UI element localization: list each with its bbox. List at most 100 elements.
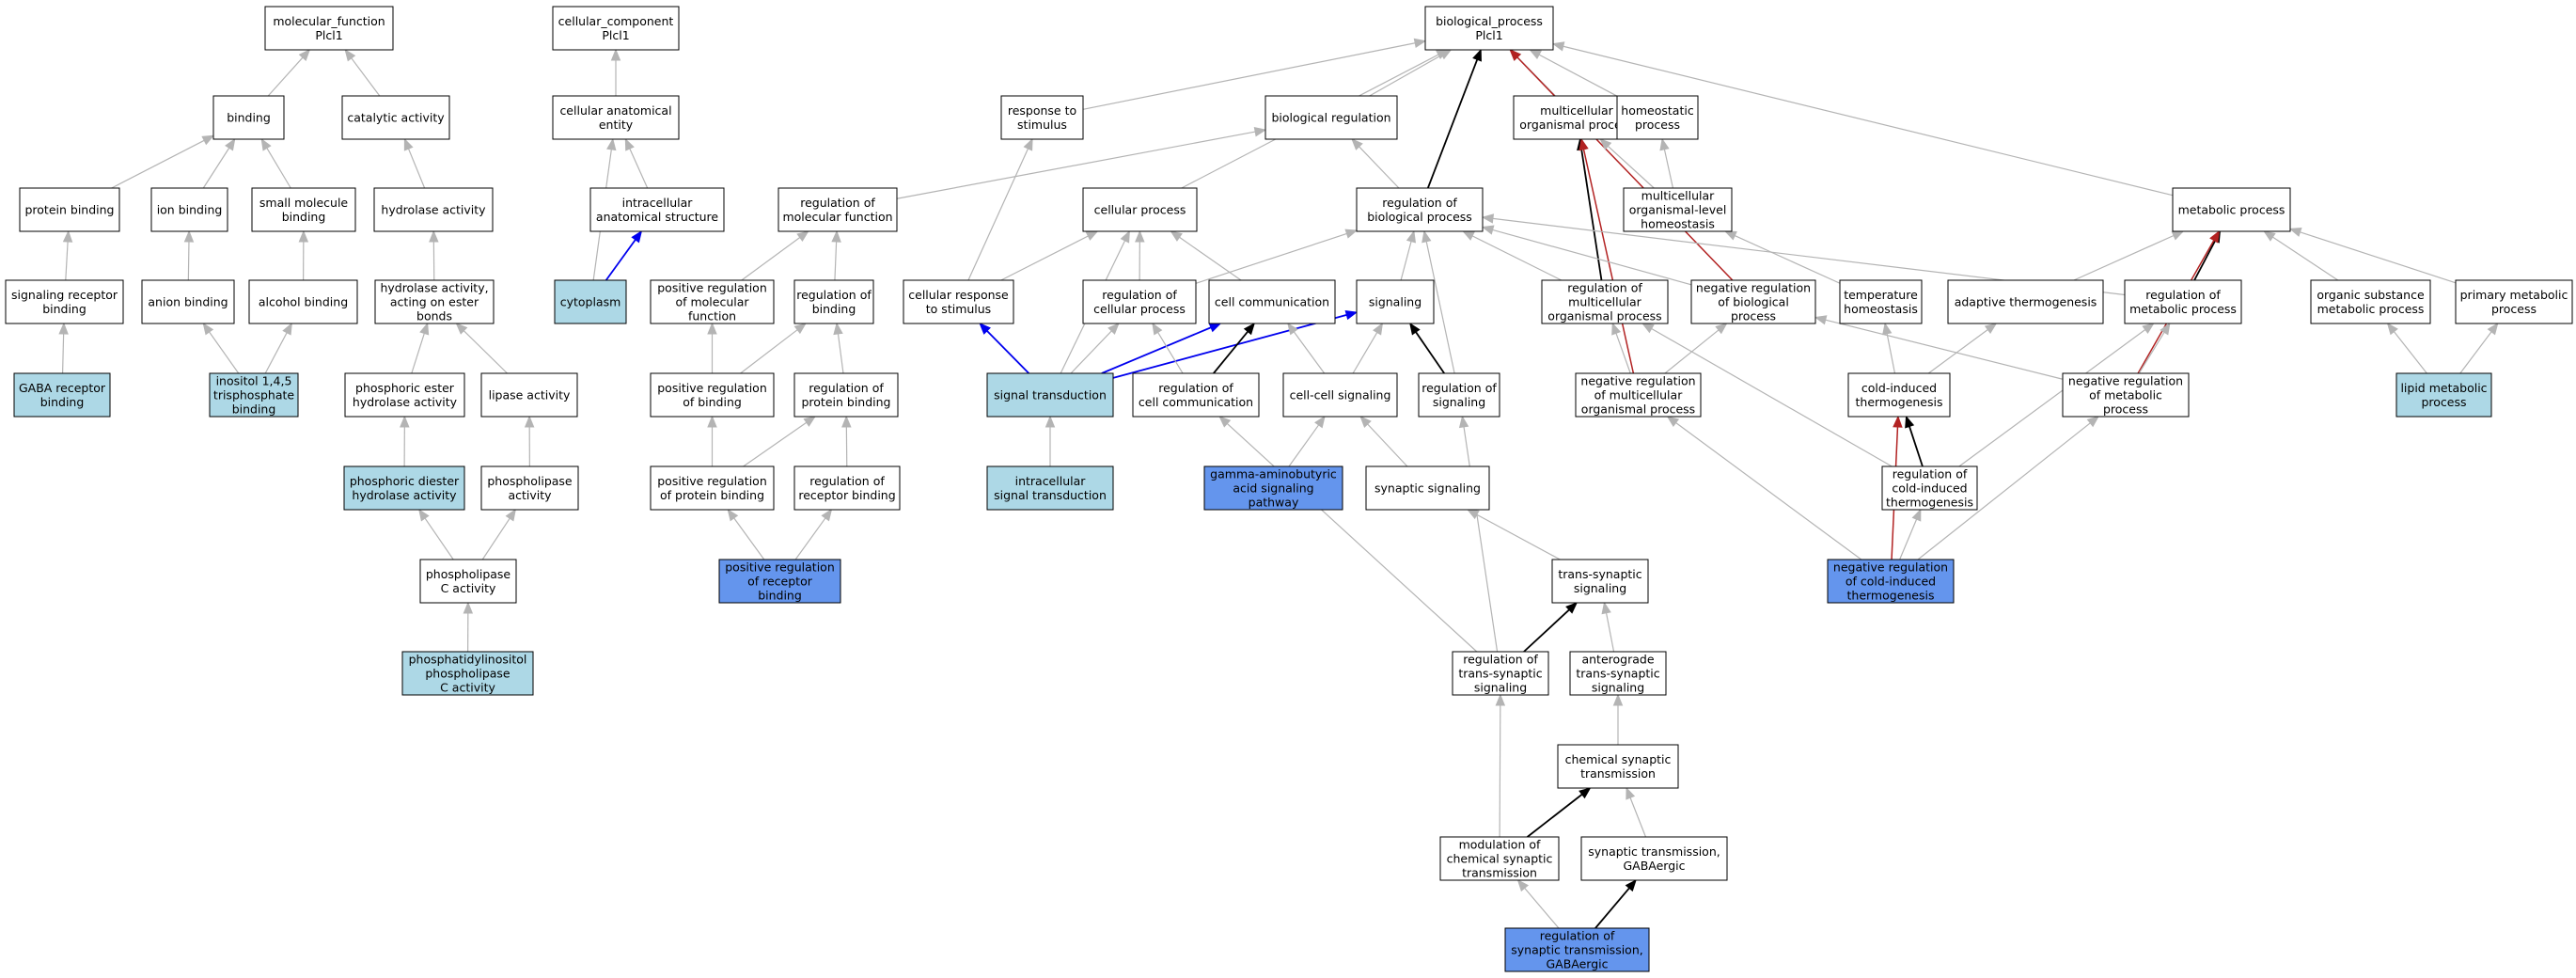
edge-inositol-to-alcohol_bind	[264, 322, 292, 374]
edge-binding-to-mf_root	[267, 49, 311, 97]
edge-cell_comm-to-cell_proc	[1170, 230, 1242, 281]
node-label-line: regulation of	[809, 381, 884, 395]
node-cytoplasm[interactable]: cytoplasm	[554, 279, 627, 324]
node-catalytic[interactable]: catalytic activity	[341, 95, 450, 140]
arrowhead-icon	[1458, 415, 1469, 429]
node-binding[interactable]: binding	[212, 95, 285, 140]
node-syn-gaba[interactable]: synaptic transmission,GABAergic	[1580, 836, 1728, 881]
edge-line	[1563, 45, 2174, 197]
node-sig-trans[interactable]: signal transduction	[986, 372, 1114, 418]
node-label-line: phospholipase	[487, 474, 573, 488]
edge-mod_chem_syn-to-chem_syn	[1527, 787, 1592, 838]
node-label-line: protein binding	[801, 395, 890, 409]
node-label-line: GABA receptor	[19, 381, 106, 395]
arrowhead-icon	[727, 508, 739, 522]
node-label-line: positive regulation	[657, 281, 767, 295]
node-label-line: positive regulation	[725, 560, 835, 575]
arrowhead-icon	[1045, 415, 1056, 428]
node-label-line: Plcl1	[315, 28, 342, 42]
node-label-line: regulation of	[1463, 653, 1538, 667]
node-label-line: of binding	[683, 395, 742, 409]
edge-neg_reg_cold-to-reg_cold	[1899, 508, 1922, 560]
node-syn-sig[interactable]: synaptic signaling	[1365, 465, 1490, 511]
node-cell-proc[interactable]: cellular process	[1082, 187, 1198, 232]
node-signaling[interactable]: signaling	[1356, 279, 1435, 324]
node-box	[1575, 372, 1702, 418]
node-cell-comm[interactable]: cell communication	[1208, 279, 1336, 324]
edge-cold_thermo-to-temp_homeo	[1882, 322, 1896, 374]
node-bio-reg[interactable]: biological regulation	[1264, 95, 1398, 140]
node-lipase[interactable]: lipase activity	[480, 372, 578, 418]
node-anion-bind[interactable]: anion binding	[141, 279, 235, 324]
node-alcohol-bind[interactable]: alcohol binding	[248, 279, 358, 324]
node-box	[373, 187, 494, 232]
node-cell-cell-sig[interactable]: cell-cell signaling	[1282, 372, 1398, 418]
node-prot-bind[interactable]: protein binding	[19, 187, 120, 232]
node-label-line: phosphatidylinositol	[409, 653, 527, 667]
node-label-line: phosphoric diester	[350, 474, 460, 488]
node-hydrolase[interactable]: hydrolase activity	[373, 187, 494, 232]
node-label-line: intracellular	[1015, 474, 1087, 488]
node-ion-bind[interactable]: ion binding	[150, 187, 228, 232]
edge-line	[1101, 326, 1212, 374]
node-label-line: Plcl1	[1475, 28, 1502, 42]
node-metab-proc[interactable]: metabolic process	[2172, 187, 2291, 232]
node-adapt-thermo[interactable]: adaptive thermogenesis	[1947, 279, 2104, 324]
node-label-line: positive regulation	[657, 381, 767, 395]
arrowhead-icon	[1641, 323, 1655, 334]
arrowhead-icon	[400, 415, 410, 428]
